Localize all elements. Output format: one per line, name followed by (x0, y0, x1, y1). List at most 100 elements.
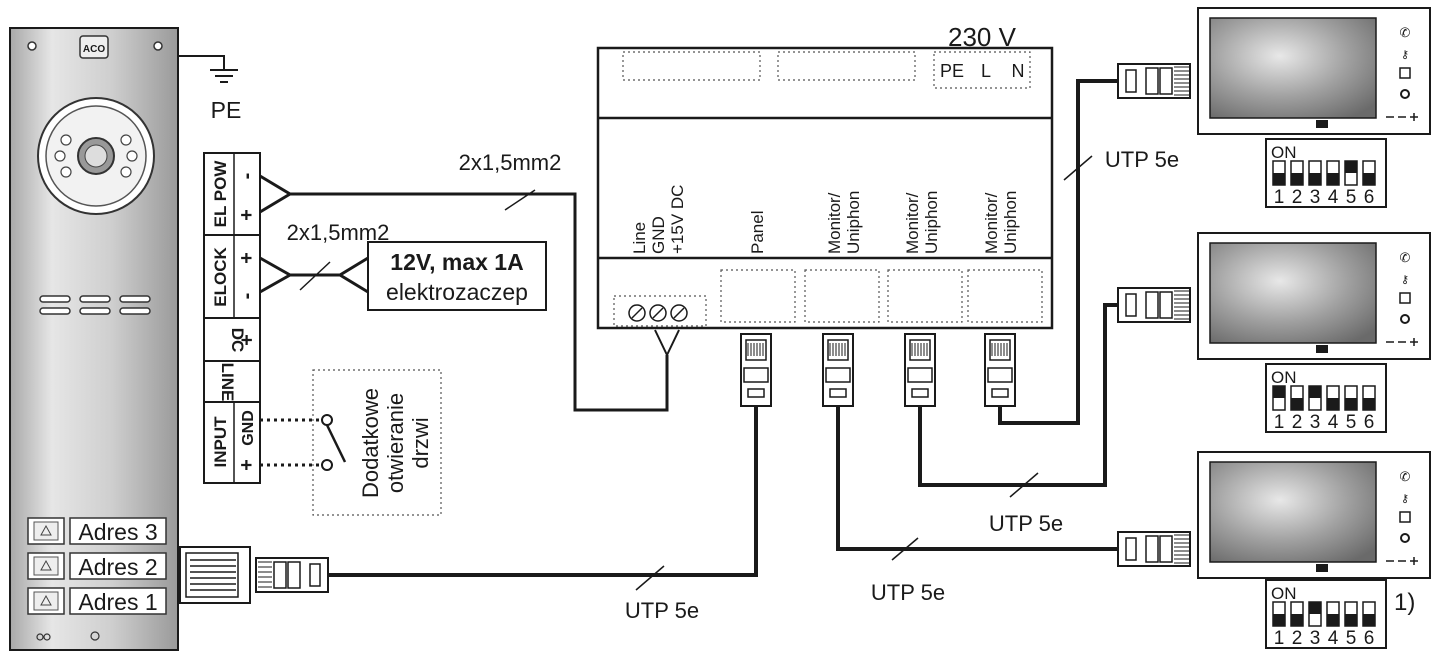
el-pow-wire (259, 174, 680, 412)
electric-strike-lock: 12V, max 1A elektrozaczep (367, 241, 547, 311)
dip-switch-knob (1291, 173, 1303, 185)
call-button-2[interactable]: Adres 2 (27, 552, 167, 580)
mains-terminal-pe: PE (940, 61, 964, 81)
pin-label: GND (240, 410, 257, 446)
mains-voltage: 230 V (948, 22, 1017, 52)
rj45-plug-monitor-b (1117, 287, 1191, 323)
pin-label: + (236, 252, 258, 264)
rj45-plug-panel-side (255, 557, 329, 593)
pin-label: - (236, 173, 258, 180)
pin-label: + (235, 334, 257, 346)
port-label-monitor-3b: Uniphon (1001, 191, 1020, 254)
cable-tick-marks (635, 155, 1093, 591)
dip-switch-number: 1 (1274, 412, 1285, 433)
rj45-plug-panel (740, 333, 772, 407)
el-pow-cable-label: 2x1,5mm2 (459, 150, 562, 175)
panel-rj45-socket (179, 546, 251, 604)
dip-switch-knob (1363, 173, 1375, 185)
dip-switch-knob (1273, 173, 1285, 185)
dip-switch-number: 1 (1274, 628, 1285, 649)
lock-rating: 12V, max 1A (390, 249, 523, 275)
extra-open-line2: otwieranie (383, 393, 408, 493)
dip-switch-number: 6 (1364, 187, 1375, 208)
dip-switch-knob (1363, 614, 1375, 626)
utp-label: UTP 5e (989, 511, 1063, 536)
screw-icon (153, 41, 163, 51)
screw-icon (27, 41, 37, 51)
dip-switch-number: 2 (1292, 412, 1303, 433)
call-button-3[interactable]: Adres 3 (27, 517, 167, 545)
screw-icon (90, 631, 100, 641)
dip-on-label: ON (1271, 368, 1297, 387)
menu-button-icon (1399, 292, 1411, 304)
dip-switch-knob (1327, 398, 1339, 410)
terminal-group-elock: ELOCK (211, 247, 230, 307)
dip-switch-number: 5 (1346, 412, 1357, 433)
dip-on-label: ON (1271, 143, 1297, 162)
extra-open-line1: Dodatkowe (358, 388, 383, 498)
mains-terminal-n: N (1012, 61, 1025, 81)
dip-switch-knob (1291, 614, 1303, 626)
pin-label: - (236, 293, 258, 300)
terminal-group-el-pow: EL POW (211, 160, 230, 228)
terminal-group-dc: DC (228, 328, 247, 353)
dip-switch-number: 4 (1328, 412, 1339, 433)
key-icon: ⚷ (1401, 274, 1409, 286)
dip-switch-number: 4 (1328, 187, 1339, 208)
call-button-1[interactable]: Adres 1 (27, 587, 167, 615)
minus-plus-icon (1386, 557, 1418, 565)
terminal-group-input: INPUT (211, 416, 230, 468)
extra-open-line3: drzwi (408, 417, 433, 468)
dip-switch-number: 3 (1310, 187, 1321, 208)
terminal-block: EL POW ELOCK DC LINE INPUT - + + - + GND… (203, 152, 261, 484)
dip-switch-knob (1327, 173, 1339, 185)
handset-icon: ✆ (1400, 25, 1411, 40)
port-label-panel: Panel (748, 211, 767, 254)
switch-contact-icon (325, 424, 347, 463)
dip-switch-number: 2 (1292, 187, 1303, 208)
ir-led-icons (54, 134, 138, 178)
utp-label: UTP 5e (1105, 147, 1179, 172)
dip-switch-knob (1309, 386, 1321, 398)
port-label-monitor-3a: Monitor/ (982, 192, 1001, 254)
call-button-label: Adres 1 (78, 589, 157, 615)
dip-switch-knob (1291, 398, 1303, 410)
port-label-line: Line (630, 222, 649, 254)
screw-terminal-icon (628, 304, 688, 322)
dip-switch-knob (1309, 602, 1321, 614)
door-panel: ACO Adres 3 (9, 27, 179, 651)
rj45-plug-monitor-1 (822, 333, 854, 407)
utp-label: UTP 5e (871, 580, 945, 605)
screw-icon (36, 633, 44, 641)
dip-switch-number: 6 (1364, 412, 1375, 433)
dip-switch-knob (1345, 161, 1357, 173)
ground-symbol: PE (178, 55, 241, 123)
rj45-plug-monitor-a (1117, 63, 1191, 99)
bell-icon (40, 594, 52, 606)
dip-switch-number: 1 (1274, 187, 1285, 208)
extra-open-switch: Dodatkowe otwieranie drzwi (260, 369, 442, 516)
dip-switch-knob (1309, 173, 1321, 185)
dip-switch-knob (1327, 614, 1339, 626)
terminal-group-line: LINE (218, 363, 237, 402)
aco-logo-text: ACO (83, 44, 105, 55)
aco-logo (79, 35, 109, 59)
port-label-monitor-1b: Uniphon (844, 191, 863, 254)
lock-name: elektrozaczep (386, 279, 528, 305)
minus-plus-icon (1386, 113, 1418, 121)
rj45-plug-monitor-2 (904, 333, 936, 407)
menu-button-icon (1399, 511, 1411, 523)
utp-label: UTP 5e (625, 598, 699, 623)
dip-switch-number: 5 (1346, 628, 1357, 649)
mains-terminal-l: L (981, 61, 991, 81)
key-icon: ⚷ (1401, 493, 1409, 505)
dip-switch-number: 3 (1310, 628, 1321, 649)
monitor-3: ✆ ⚷ (1197, 451, 1431, 579)
speaker-grille-icon (39, 295, 151, 315)
minus-plus-icon (1386, 338, 1418, 346)
